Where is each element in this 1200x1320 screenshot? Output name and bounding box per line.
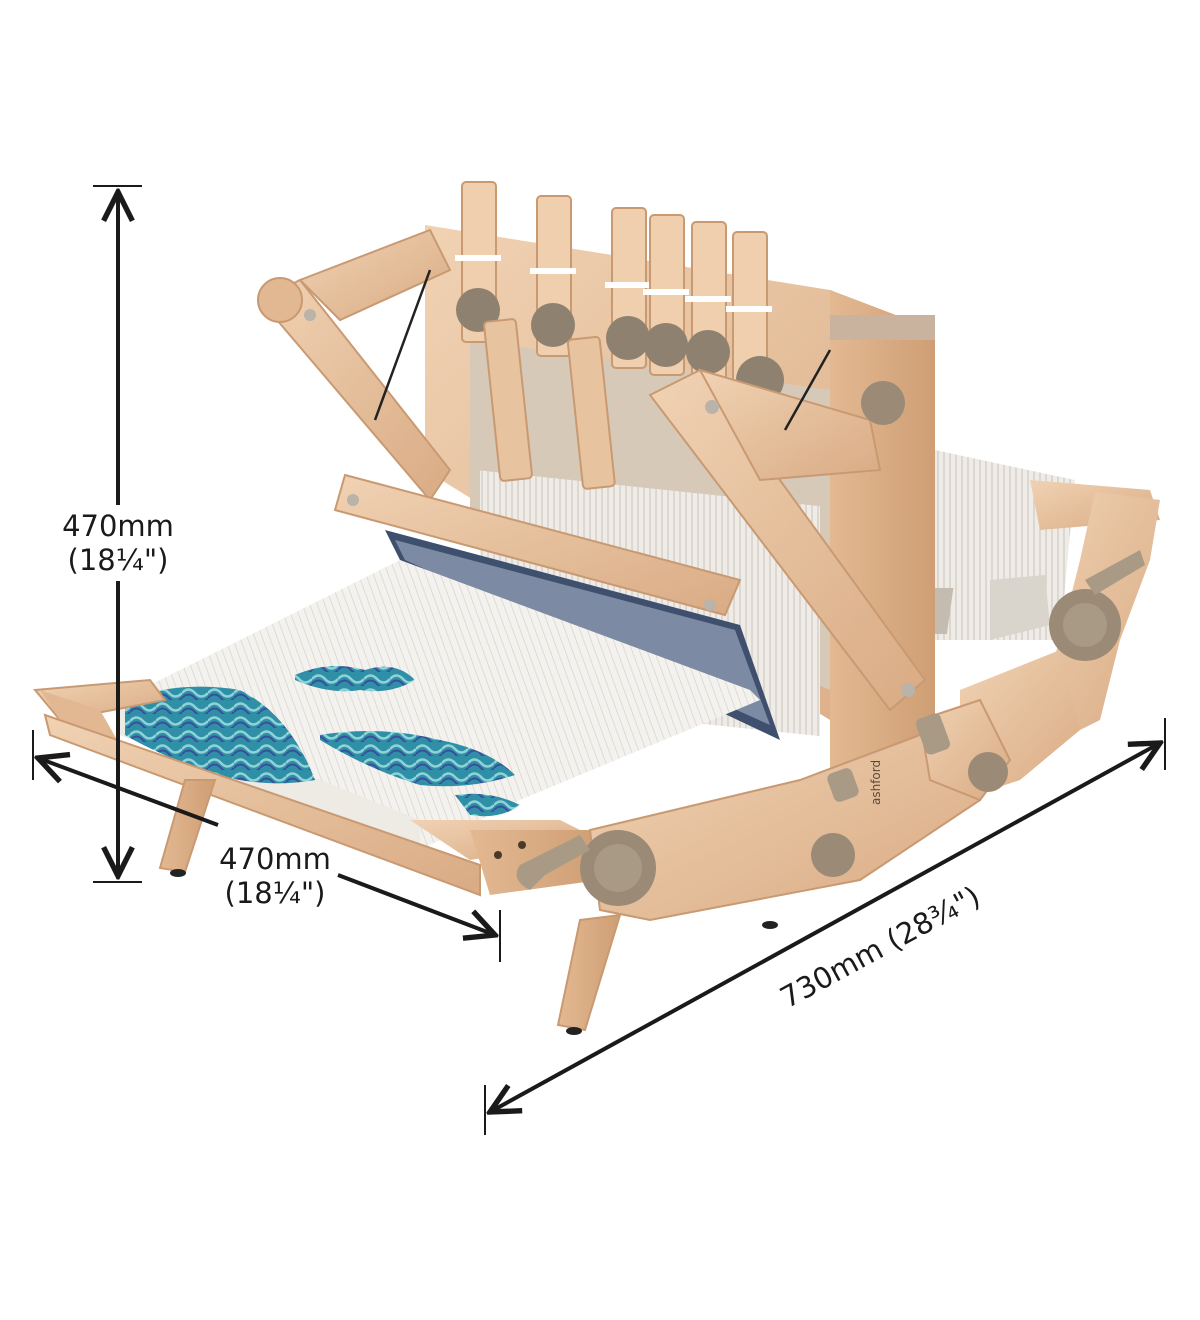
knob [811,833,855,877]
loom: ashford [33,181,1160,1035]
knob [1049,589,1121,661]
height-label: 470mm (18¼") [48,505,188,581]
knob [968,752,1008,792]
depth-dimension [32,730,501,962]
woven-cloth [120,560,760,850]
right-arm [648,349,927,712]
depth-label: 470mm (18¼") [210,842,340,910]
depth-arrow-left [38,758,219,827]
shaft-levers [455,181,784,490]
maker-logo: ashford [869,760,883,805]
depth-metric: 470mm [219,842,331,876]
knob [861,381,905,425]
depth-arrow-right [337,873,495,935]
width-dimension [484,718,1166,1135]
knob [580,830,656,906]
depth-imperial: (18¼") [224,876,326,910]
left-arm [257,228,452,502]
height-imperial: (18¼") [67,543,169,577]
height-metric: 470mm [62,509,174,543]
width-arrow [490,743,1160,1112]
